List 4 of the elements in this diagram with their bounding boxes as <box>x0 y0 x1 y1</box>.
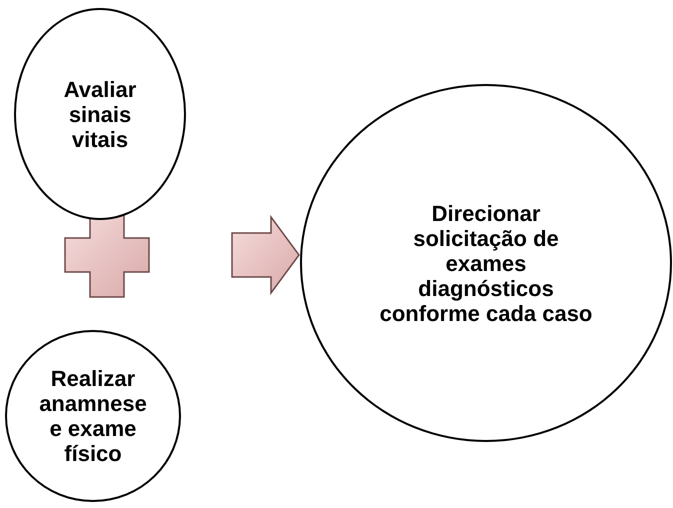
block-arrow <box>231 214 300 296</box>
node-label: Avaliar sinais vitais <box>62 76 138 152</box>
node-label: Direcionar solicitação de exames diagnósticos conforme cada caso <box>378 200 594 326</box>
node-label: Realizar anamnese e exame físico <box>38 366 148 466</box>
